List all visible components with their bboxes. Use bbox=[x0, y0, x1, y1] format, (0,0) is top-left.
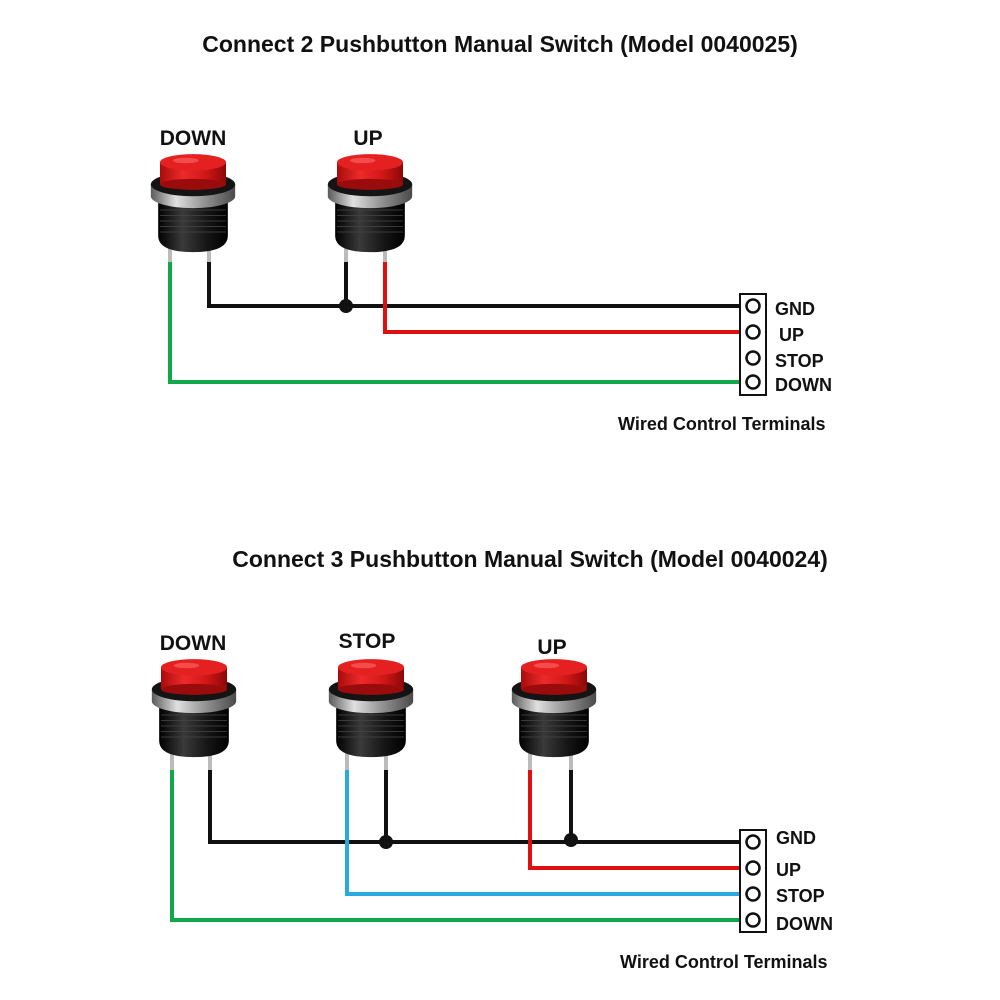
terminal-screw bbox=[745, 886, 761, 902]
terminal-label-stop: STOP bbox=[775, 351, 824, 371]
stop-wire bbox=[345, 765, 748, 896]
terminal-screw bbox=[745, 324, 761, 340]
down-pushbutton[interactable] bbox=[150, 153, 236, 262]
up-pushbutton[interactable] bbox=[511, 658, 597, 770]
terminal-caption: Wired Control Terminals bbox=[620, 952, 828, 972]
terminal-screw bbox=[745, 860, 761, 876]
terminal-label-up: UP bbox=[776, 860, 801, 880]
terminal-screw bbox=[745, 374, 761, 390]
diagram-title: Connect 2 Pushbutton Manual Switch (Mode… bbox=[202, 31, 798, 57]
up-wire bbox=[528, 765, 748, 870]
terminal-screw bbox=[745, 298, 761, 314]
button-label-stop: STOP bbox=[339, 630, 396, 653]
diagram-3-pushbuttons: Connect 3 Pushbutton Manual Switch (Mode… bbox=[151, 546, 833, 972]
pushbutton-switch-icon bbox=[151, 658, 237, 758]
up-wire bbox=[383, 258, 748, 334]
wire-junction bbox=[379, 835, 393, 849]
terminal-label-gnd: GND bbox=[775, 299, 815, 319]
pushbutton-switch-icon bbox=[511, 658, 597, 758]
down-wire bbox=[170, 765, 748, 922]
wire-junction bbox=[564, 833, 578, 847]
terminal-screw bbox=[745, 350, 761, 366]
wire-junction bbox=[339, 299, 353, 313]
button-label-up: UP bbox=[353, 127, 382, 150]
terminal-block bbox=[739, 293, 767, 396]
pushbutton-switch-icon bbox=[328, 658, 414, 758]
gnd-wire bbox=[208, 765, 748, 844]
terminal-screw bbox=[745, 912, 761, 928]
down-pushbutton[interactable] bbox=[151, 658, 237, 770]
diagram-title: Connect 3 Pushbutton Manual Switch (Mode… bbox=[232, 546, 828, 572]
terminal-label-stop: STOP bbox=[776, 886, 825, 906]
gnd-wire bbox=[207, 258, 748, 308]
stop-pushbutton[interactable] bbox=[328, 658, 414, 770]
terminal-caption: Wired Control Terminals bbox=[618, 414, 826, 434]
terminal-label-gnd: GND bbox=[776, 828, 816, 848]
terminal-screw bbox=[745, 834, 761, 850]
terminal-label-up: UP bbox=[779, 325, 804, 345]
button-label-down: DOWN bbox=[160, 632, 227, 655]
button-label-down: DOWN bbox=[160, 127, 227, 150]
down-wire bbox=[168, 258, 748, 384]
terminal-label-down: DOWN bbox=[775, 375, 832, 395]
pushbutton-switch-icon bbox=[150, 153, 236, 253]
pushbutton-switch-icon bbox=[327, 153, 413, 253]
button-label-up: UP bbox=[537, 636, 566, 659]
terminal-label-down: DOWN bbox=[776, 914, 833, 934]
diagram-2-pushbuttons: Connect 2 Pushbutton Manual Switch (Mode… bbox=[150, 31, 832, 434]
up-pushbutton[interactable] bbox=[327, 153, 413, 262]
terminal-block bbox=[739, 829, 767, 933]
